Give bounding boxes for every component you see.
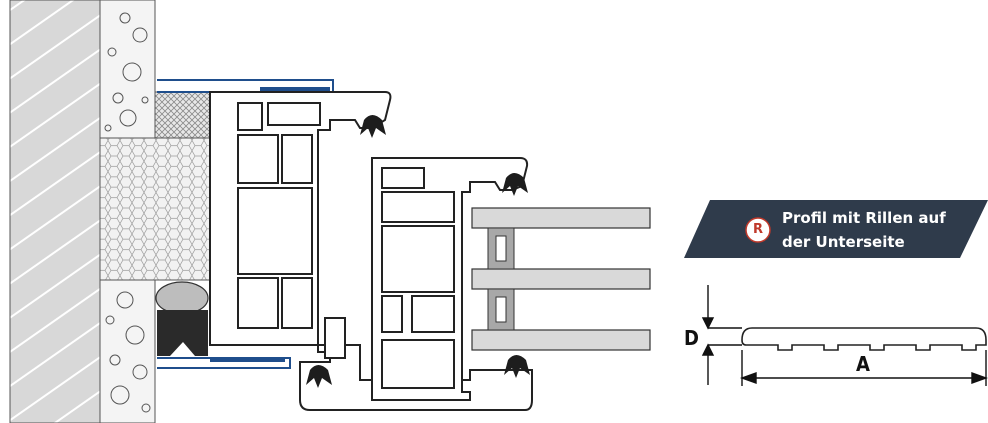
glass-pane-middle: [471, 268, 651, 290]
sash-profile: [324, 157, 529, 401]
frame-profile: [209, 91, 533, 411]
wall: [9, 0, 101, 423]
dimension-d-label: D: [684, 326, 699, 350]
badge-letter: R: [752, 222, 763, 237]
groove-profile: [741, 327, 987, 351]
glass-pane-bottom: [471, 329, 651, 351]
badge-background: [684, 200, 988, 258]
dimension-d: [701, 285, 742, 385]
sealing-strip: [154, 91, 211, 139]
glazing: [471, 207, 651, 351]
glass-pane-top: [471, 207, 651, 229]
backer-rod: [155, 281, 209, 315]
plaster-upper: [99, 0, 156, 139]
dimension-a-label: A: [856, 352, 870, 376]
badge-r-circle: [745, 217, 771, 243]
badge-line-1: Profil mit Rillen auf: [782, 209, 946, 227]
insulation-foam: [99, 137, 211, 281]
dimension-a: [739, 350, 988, 386]
gaskets: [306, 115, 530, 388]
badge-line-2: der Unterseite: [782, 233, 905, 251]
compression-seal: [157, 310, 208, 356]
feature-badge: [684, 200, 988, 258]
plaster-lower: [99, 279, 156, 423]
